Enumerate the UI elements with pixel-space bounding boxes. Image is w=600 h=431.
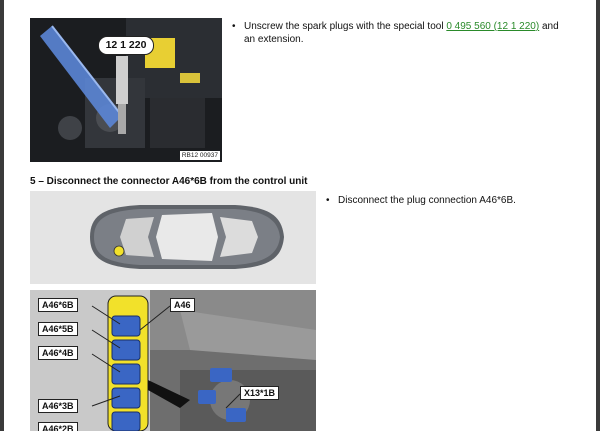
vehicle-location-diagram bbox=[30, 191, 316, 284]
car-top-view bbox=[30, 191, 316, 284]
step5-heading: 5 – Disconnect the connector A46*6B from… bbox=[30, 176, 308, 187]
location-marker-icon bbox=[113, 245, 125, 257]
label-a46-2b: A46*2B bbox=[38, 422, 78, 431]
label-a46-4b: A46*4B bbox=[38, 346, 78, 360]
special-tool-link[interactable]: 0 495 560 (12 1 220) bbox=[446, 21, 540, 32]
step5-instruction: • Disconnect the plug connection A46*6B. bbox=[326, 194, 576, 207]
bullet-text: Disconnect the plug connection A46*6B. bbox=[338, 195, 516, 206]
connector-photo: A46*6B A46*5B A46*4B A46*3B A46*2B A46 X… bbox=[30, 290, 316, 431]
tool-callout: 12 1 220 bbox=[98, 36, 154, 55]
bullet-text: Unscrew the spark plugs with the special… bbox=[244, 20, 572, 46]
label-a46-3b: A46*3B bbox=[38, 399, 78, 413]
instruction-text-tail: and an extension. bbox=[244, 21, 559, 45]
bullet-row: • Unscrew the spark plugs with the speci… bbox=[232, 20, 572, 46]
engine-bay-illustration bbox=[30, 290, 316, 431]
label-a46-5b: A46*5B bbox=[38, 322, 78, 336]
spark-plug-photo: 12 1 220 RB12 00937 bbox=[30, 18, 222, 162]
label-a46-6b: A46*6B bbox=[38, 298, 78, 312]
bullet-icon: • bbox=[326, 195, 330, 206]
step1-instruction: • Unscrew the spark plugs with the speci… bbox=[232, 20, 572, 46]
photo-reference: RB12 00937 bbox=[179, 151, 220, 160]
label-a46: A46 bbox=[170, 298, 195, 312]
label-x13-1b: X13*1B bbox=[240, 386, 280, 400]
bullet-row: • Disconnect the plug connection A46*6B. bbox=[326, 194, 576, 207]
instruction-text: Unscrew the spark plugs with the special… bbox=[244, 21, 447, 32]
bullet-icon: • bbox=[232, 21, 236, 32]
viewer-edge-right bbox=[596, 0, 600, 431]
viewer-edge-left bbox=[0, 0, 4, 431]
